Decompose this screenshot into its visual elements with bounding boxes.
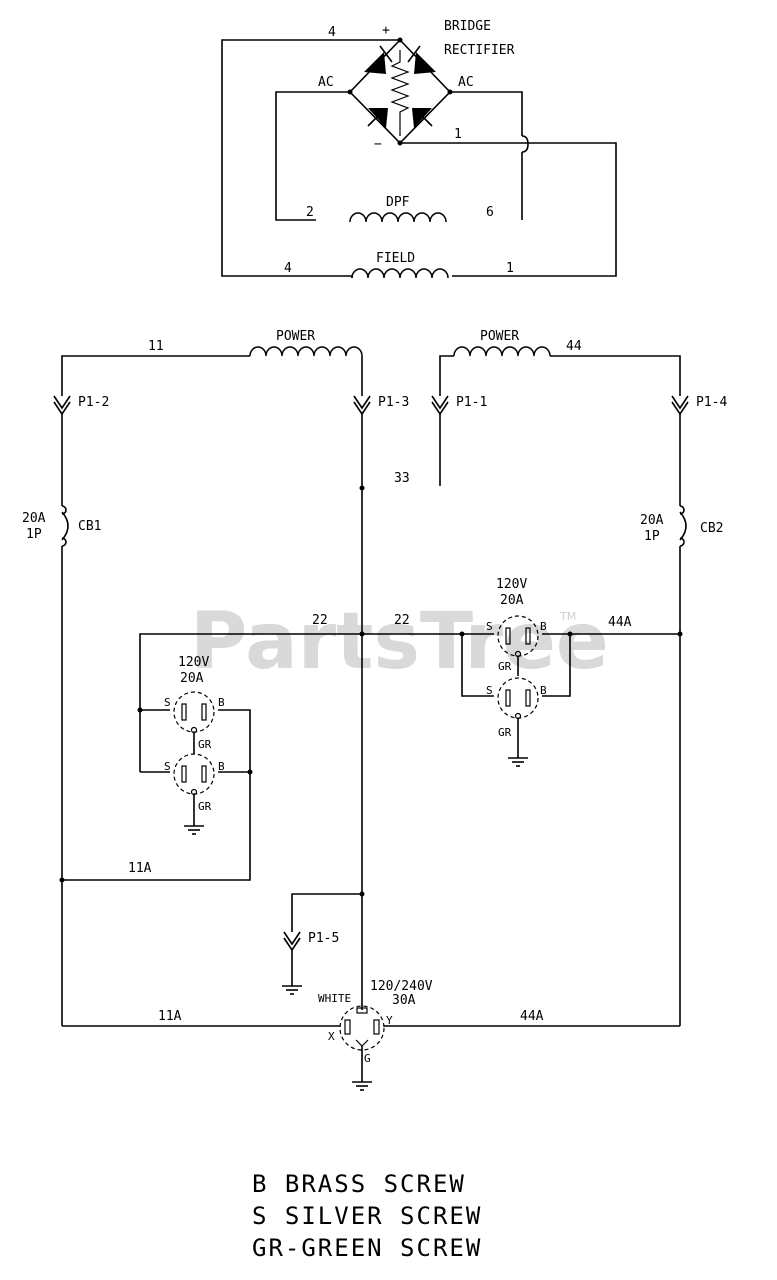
- connector-chevrons: [53, 395, 689, 416]
- rectifier-minus: −: [374, 137, 382, 152]
- rectifier-title-2: RECTIFIER: [444, 43, 515, 58]
- left-lower-gr: GR: [198, 800, 212, 813]
- wire-label-44: 44: [566, 339, 582, 354]
- wire-label-11a-bot: 11A: [158, 1009, 182, 1024]
- wire-label-1-neg: 1: [454, 127, 462, 142]
- right-lower-b: B: [540, 684, 547, 697]
- power-label-right: POWER: [480, 329, 519, 344]
- cb2-rating: 20A: [640, 513, 664, 528]
- left-upper-gr: GR: [198, 738, 212, 751]
- twist-x: X: [328, 1030, 335, 1043]
- watermark-tm: TM: [559, 610, 576, 623]
- cb2-name: CB2: [700, 521, 723, 536]
- twist-y: Y: [386, 1014, 393, 1027]
- power-winding-left: [249, 346, 363, 357]
- wire-label-22-right: 22: [394, 613, 410, 628]
- watermark: PartsTree: [190, 597, 609, 687]
- wire-label-6: 6: [486, 205, 494, 220]
- rectifier-title-1: BRIDGE: [444, 19, 491, 34]
- power-winding-right: [453, 346, 551, 357]
- legend-silver: S SILVER SCREW: [252, 1202, 482, 1230]
- p1-5-ground: [282, 893, 362, 995]
- wire-label-22-left: 22: [312, 613, 328, 628]
- right-upper-b: B: [540, 620, 547, 633]
- twist-amps: 30A: [392, 993, 416, 1008]
- connector-p1-2: P1-2: [78, 395, 109, 410]
- wire-label-11: 11: [148, 339, 164, 354]
- legend-brass: B BRASS SCREW: [252, 1170, 466, 1198]
- cb1-poles: 1P: [26, 527, 42, 542]
- wire-label-2: 2: [306, 205, 314, 220]
- rectifier-wires: [221, 39, 617, 277]
- left-receptacle-wiring: [62, 633, 362, 881]
- twist-g: G: [364, 1052, 371, 1065]
- right-receptacle-amps: 20A: [500, 593, 524, 608]
- dpf-label: DPF: [386, 195, 410, 210]
- wire-label-44a-top: 44A: [608, 615, 632, 630]
- right-lower-gr: GR: [498, 726, 512, 739]
- connector-p1-4: P1-4: [696, 395, 727, 410]
- rectifier-plus: +: [382, 23, 390, 38]
- cb2-poles: 1P: [644, 529, 660, 544]
- rectifier-ac-right: AC: [458, 75, 474, 90]
- dpf-winding: [349, 212, 447, 223]
- right-receptacle-wiring: [362, 615, 680, 767]
- cb1-name: CB1: [78, 519, 101, 534]
- power-label-left: POWER: [276, 329, 315, 344]
- legend-green: GR-GREEN SCREW: [252, 1234, 482, 1262]
- wire-label-4-field: 4: [284, 261, 292, 276]
- right-upper-gr: GR: [498, 660, 512, 673]
- right-upper-s: S: [486, 620, 493, 633]
- left-upper-b: B: [218, 696, 225, 709]
- field-winding: [351, 268, 449, 279]
- twist-lock-receptacle: [62, 1005, 680, 1091]
- field-label: FIELD: [376, 251, 415, 266]
- connector-p1-3: P1-3: [378, 395, 409, 410]
- wire-label-33: 33: [394, 471, 410, 486]
- cb1-rating: 20A: [22, 511, 46, 526]
- wire-label-44a-bot: 44A: [520, 1009, 544, 1024]
- left-receptacle-amps: 20A: [180, 671, 204, 686]
- left-upper-s: S: [164, 696, 171, 709]
- rectifier-ac-left: AC: [318, 75, 334, 90]
- connector-p1-1: P1-1: [456, 395, 487, 410]
- right-lower-s: S: [486, 684, 493, 697]
- bridge-rectifier: [347, 37, 453, 146]
- twist-voltage: 120/240V: [370, 979, 433, 994]
- wire-label-1-field: 1: [506, 261, 514, 276]
- left-lower-s: S: [164, 760, 171, 773]
- left-receptacle-voltage: 120V: [178, 655, 209, 670]
- left-lower-b: B: [218, 760, 225, 773]
- connector-p1-5: P1-5: [308, 931, 339, 946]
- wire-label-11a-mid: 11A: [128, 861, 152, 876]
- main-wires: [59, 414, 687, 1026]
- twist-white: WHITE: [318, 992, 351, 1005]
- wire-label-4-top: 4: [328, 25, 336, 40]
- right-receptacle-voltage: 120V: [496, 577, 527, 592]
